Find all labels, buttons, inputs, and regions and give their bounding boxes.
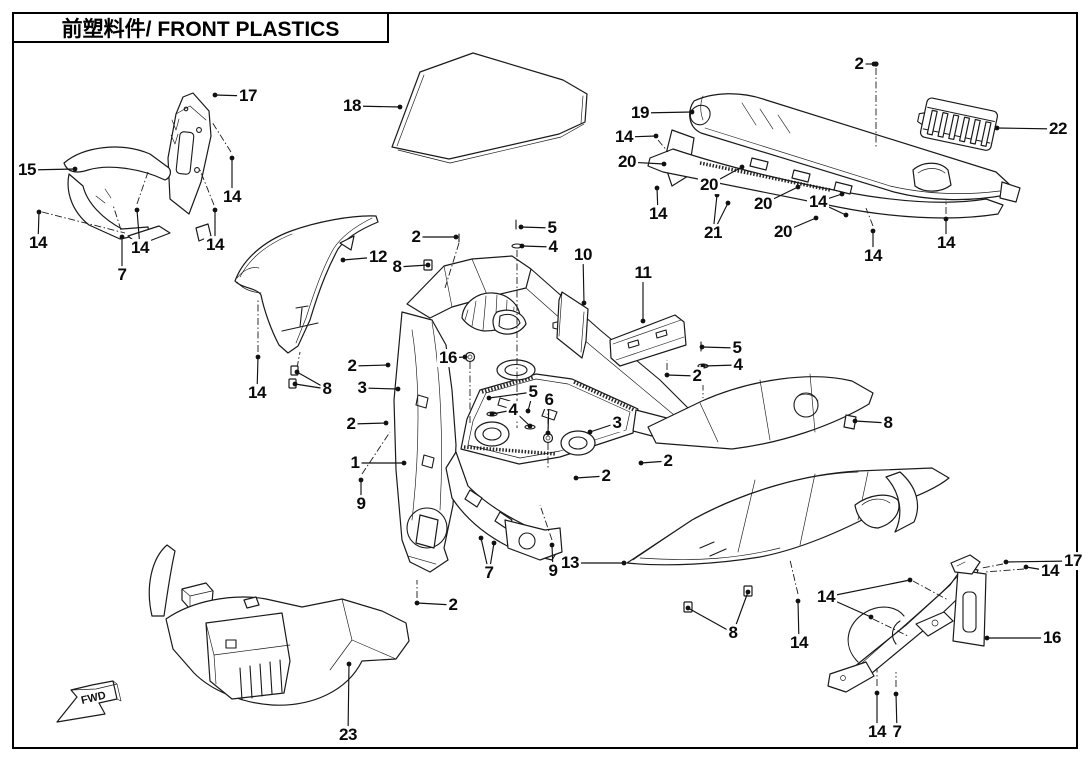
part-16-bracket-drawing <box>827 554 1025 693</box>
part-13-fender-drawing <box>626 467 950 613</box>
title-box: 前塑料件/ FRONT PLASTICS <box>12 12 389 43</box>
part-12-side-panel-drawing <box>234 215 433 389</box>
fwd-label: FWD <box>80 690 107 707</box>
part-22-grille-drawing <box>917 97 999 151</box>
part-18-cover-panel-drawing <box>391 52 588 164</box>
fwd-arrow: FWD <box>56 680 122 723</box>
part-11-panel-drawing <box>609 314 687 367</box>
part-10-panel-drawing <box>552 291 589 359</box>
diagram-border <box>12 12 1078 749</box>
part-15-windshield-bracket-drawing <box>41 92 232 246</box>
page-title: 前塑料件/ FRONT PLASTICS <box>61 17 340 41</box>
part-1-front-panel-drawing <box>361 219 709 598</box>
